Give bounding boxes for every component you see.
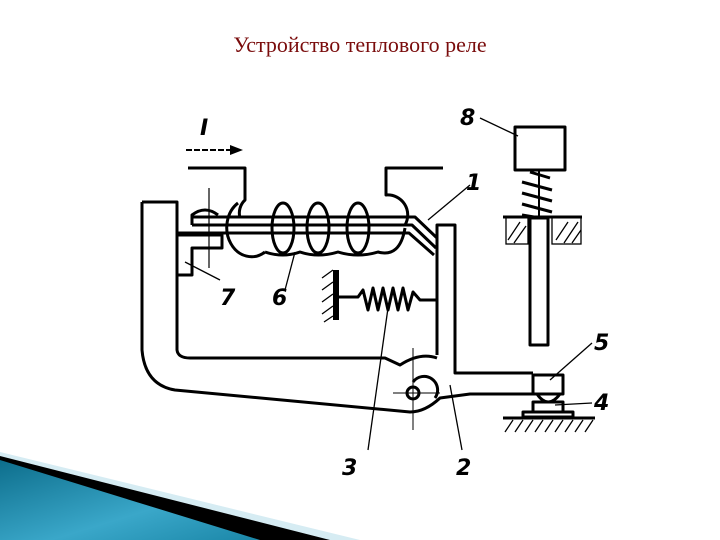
bimetal-strip-top <box>192 215 439 240</box>
right-terminal <box>384 166 443 226</box>
fixed-contact-base <box>521 410 575 419</box>
label-2: 2 <box>456 456 471 481</box>
push-rod <box>528 216 550 347</box>
bimetal-strip-bottom <box>178 231 435 257</box>
rod-guide-support <box>503 215 582 245</box>
label-6: 6 <box>272 286 287 311</box>
frame-outer <box>140 202 533 414</box>
latch <box>178 233 224 277</box>
ground-hatch <box>503 416 595 433</box>
reset-button <box>513 125 567 172</box>
button-spring <box>521 170 553 220</box>
label-5: 5 <box>594 331 609 356</box>
label-3: 3 <box>342 456 357 481</box>
current-label: I <box>200 116 208 141</box>
strip-fixing <box>190 208 219 225</box>
leader-lines <box>184 117 593 451</box>
moving-contact <box>531 373 565 396</box>
label-4: 4 <box>593 391 609 416</box>
return-spring <box>321 269 437 323</box>
decor-teal-band <box>0 460 260 540</box>
slide-title: Устройство теплового реле <box>233 32 487 57</box>
bimetal-strip-middle <box>192 223 438 250</box>
label-7: 7 <box>220 286 236 311</box>
label-1: 1 <box>466 171 481 196</box>
lever <box>435 223 533 375</box>
label-8: 8 <box>460 106 475 131</box>
frame-inner <box>142 200 438 367</box>
current-arrow-icon <box>186 145 243 155</box>
heater-coil <box>225 201 407 259</box>
